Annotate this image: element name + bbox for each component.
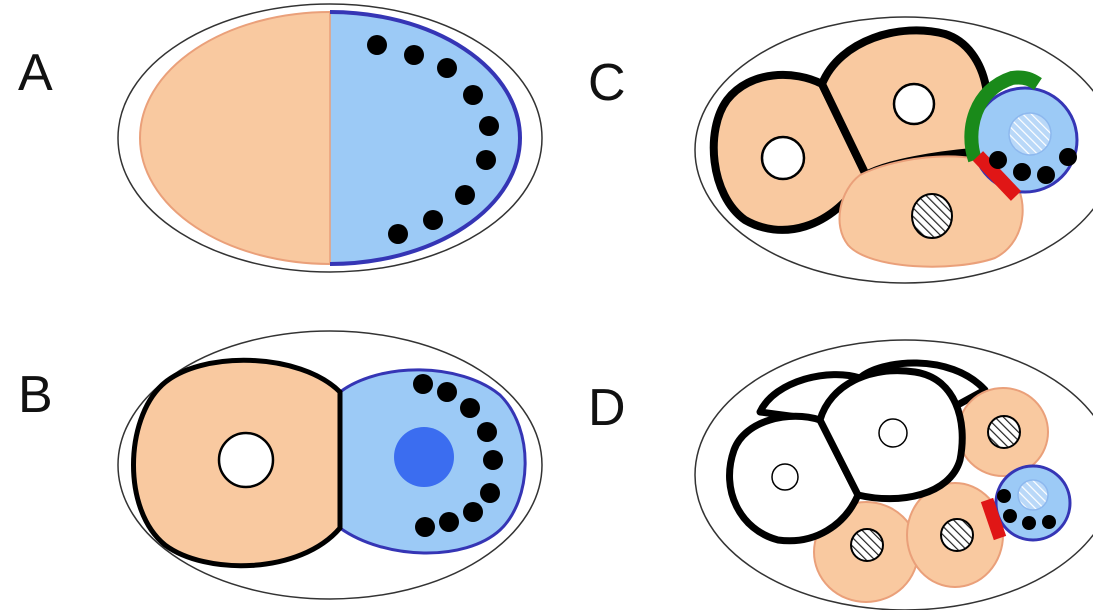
p-granules	[989, 148, 1077, 184]
p-granules	[413, 374, 503, 537]
p-granules	[997, 489, 1056, 530]
contact-green	[964, 70, 1042, 163]
germline-half	[330, 12, 520, 264]
contact-red	[980, 497, 1007, 541]
nucleus-hatched-light	[1008, 112, 1052, 156]
germline-outline	[329, 10, 522, 266]
somatic-outline	[139, 11, 331, 265]
nucleus-open	[771, 463, 799, 491]
nucleus-open	[892, 82, 936, 126]
p-granules	[367, 35, 499, 244]
nucleus-hatched	[940, 518, 974, 552]
panel-label-d: D	[588, 379, 626, 437]
nucleus-hatched	[987, 415, 1021, 449]
panel-label-c: C	[588, 54, 626, 112]
panel-b: B	[18, 330, 543, 600]
panel-d: D	[588, 339, 1093, 610]
nucleus-hatched	[850, 528, 884, 562]
somatic-half	[140, 12, 330, 264]
panel-label-b: B	[18, 366, 53, 424]
contact-red	[972, 151, 1022, 201]
somatic-nucleus	[217, 431, 275, 489]
nucleus-open	[878, 418, 908, 448]
nucleus-hatched	[911, 193, 953, 239]
nucleus-open	[760, 135, 806, 181]
panel-c: C	[588, 16, 1093, 284]
panel-label-a: A	[18, 44, 53, 102]
nucleus-hatched-light	[1017, 479, 1049, 511]
panel-a: A	[18, 3, 543, 273]
germline-nucleus	[394, 427, 454, 487]
